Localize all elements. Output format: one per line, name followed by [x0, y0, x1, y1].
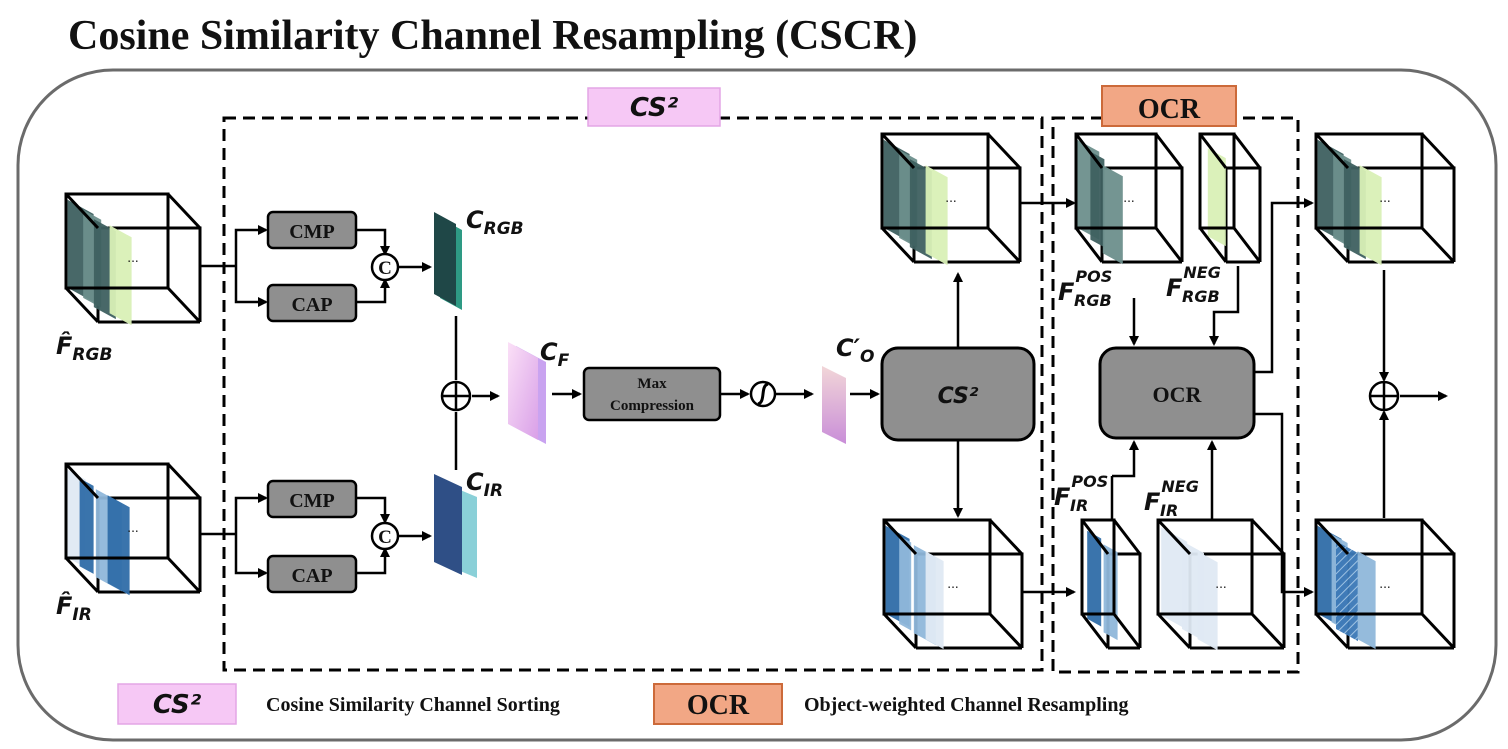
f-rgb-neg-cube: [1198, 132, 1262, 264]
cap-top-label: CAP: [291, 294, 332, 316]
cs2-tag: CS²: [587, 87, 721, 127]
cmp-top-block: CMP: [266, 210, 358, 250]
c-rgb-plate: [434, 212, 462, 310]
c-o-plate: [822, 366, 846, 444]
svg-text:...: ...: [947, 577, 958, 591]
svg-text:...: ...: [1215, 577, 1226, 591]
ocr-tag-label: OCR: [1138, 94, 1201, 125]
f-ir-label: F̂IR: [56, 592, 92, 625]
f-ir-neg-cube: ...: [1156, 518, 1286, 651]
c-f-plate: [508, 342, 546, 444]
legend-cs2: CS² Cosine Similarity Channel Sorting: [117, 683, 560, 725]
concat-bottom-label: C: [378, 527, 392, 548]
f-rgb-label: F̂RGB: [56, 332, 112, 365]
page-title: Cosine Similarity Channel Resampling (CS…: [68, 13, 918, 59]
svg-text:...: ...: [127, 521, 138, 535]
concat-bottom-node: C: [370, 521, 400, 551]
f-rgb-cube: ...: [64, 192, 202, 326]
svg-text:...: ...: [1123, 191, 1134, 205]
max-compression-label-1: Max: [637, 376, 667, 392]
cap-bottom-block: CAP: [266, 554, 358, 594]
max-compression-label-2: Compression: [610, 398, 695, 414]
f-ir-cube: ...: [64, 462, 202, 596]
legend-ocr: OCR Object-weighted Channel Resampling: [653, 683, 1128, 725]
bottom-branch-lines: [200, 493, 432, 578]
c-ir-plate: [434, 474, 477, 578]
out-ir-cube: ...: [1314, 518, 1456, 650]
cs2-module-label: CS²: [938, 384, 979, 409]
cs2-tag-label: CS²: [630, 93, 679, 123]
concat-top-label: C: [378, 258, 392, 279]
cmp-bottom-block: CMP: [266, 479, 358, 519]
f-rgb-pos-cube: ...: [1074, 132, 1184, 265]
ocr-module: OCR: [1098, 346, 1256, 440]
ocr-tag: OCR: [1101, 85, 1237, 127]
svg-text:...: ...: [1379, 191, 1390, 205]
sum-node-left: [440, 380, 472, 412]
cs2-module: CS²: [880, 346, 1036, 442]
max-compression-block: Max Compression: [582, 366, 722, 422]
cap-top-block: CAP: [266, 283, 358, 323]
concat-top-node: C: [370, 252, 400, 282]
c-o-label: C′O: [836, 334, 874, 367]
legend-cs2-text: Cosine Similarity Channel Sorting: [266, 694, 560, 716]
c-ir-label: CIR: [466, 468, 503, 501]
cap-bottom-label: CAP: [291, 565, 332, 587]
outer-frame: [16, 68, 1498, 742]
svg-text:...: ...: [1379, 577, 1390, 591]
svg-text:...: ...: [127, 251, 138, 265]
ocr-module-label: OCR: [1153, 382, 1203, 407]
cmp-bottom-label: CMP: [289, 490, 335, 512]
out-rgb-cube: ...: [1314, 132, 1456, 266]
cmp-top-label: CMP: [289, 221, 335, 243]
legend-cs2-key: CS²: [153, 690, 202, 720]
c-f-label: CF: [540, 338, 570, 371]
legend-ocr-key: OCR: [687, 690, 750, 721]
sum-node-right: [1368, 380, 1400, 412]
c-rgb-label: CRGB: [466, 206, 524, 239]
cs2-rgb-cube: ...: [880, 132, 1022, 266]
cs2-ir-cube: ...: [882, 518, 1024, 650]
sigmoid-node: [749, 380, 777, 408]
top-branch-lines: [200, 225, 432, 307]
f-ir-pos-cube: [1080, 518, 1142, 650]
legend-ocr-text: Object-weighted Channel Resampling: [804, 694, 1128, 716]
svg-text:...: ...: [945, 191, 956, 205]
